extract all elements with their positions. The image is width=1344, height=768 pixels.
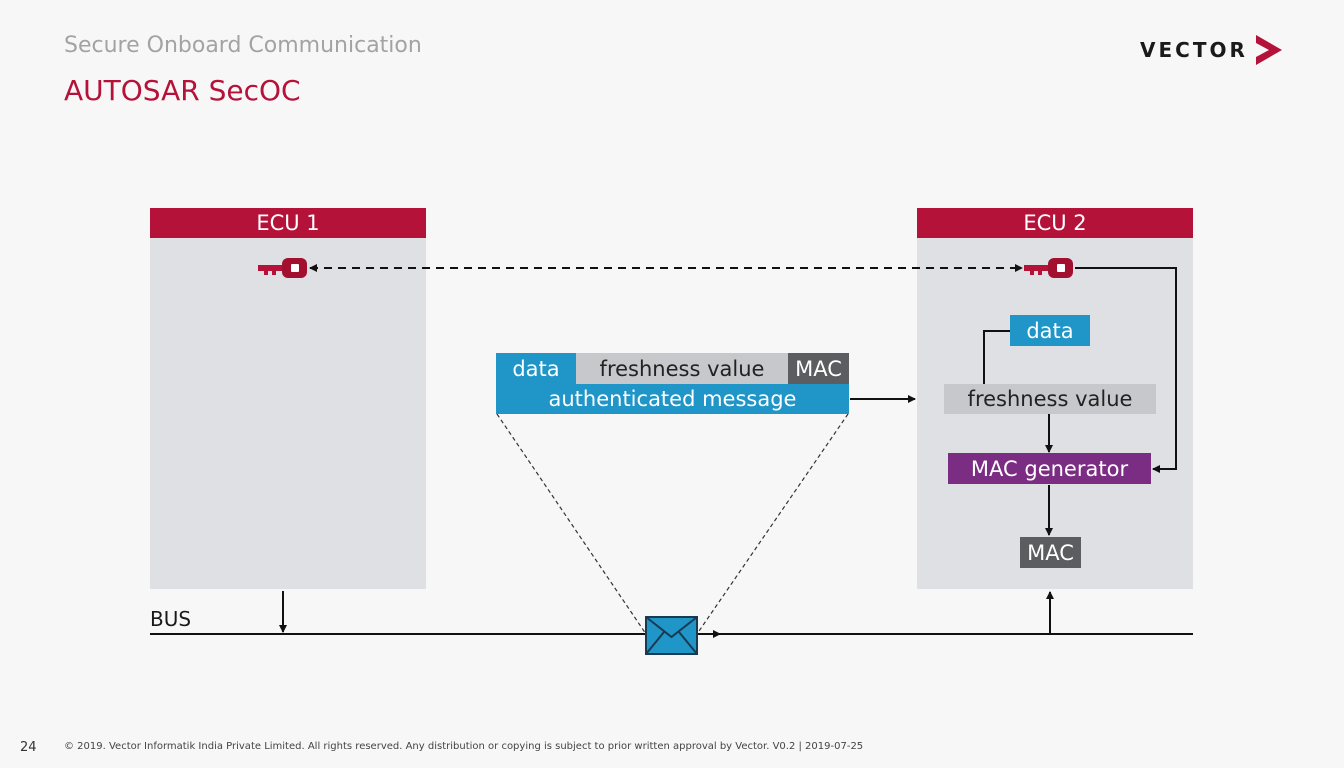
copyright-notice: © 2019. Vector Informatik India Private … bbox=[64, 741, 864, 752]
section-supertitle: Secure Onboard Communication bbox=[64, 33, 422, 58]
ecu1-header: ECU 1 bbox=[150, 208, 426, 238]
receiver-freshness-box: freshness value bbox=[944, 384, 1156, 414]
receiver-data-box: data bbox=[1010, 315, 1090, 346]
receiver-mac-box: MAC bbox=[1020, 537, 1081, 568]
message-data-field: data bbox=[496, 353, 576, 384]
vector-chevron-icon bbox=[1255, 35, 1282, 65]
authenticated-message-label: authenticated message bbox=[496, 384, 849, 414]
key-to-mac-generator-line bbox=[1075, 267, 1177, 473]
vector-logo: VECTOR bbox=[1140, 34, 1284, 66]
page-number: 24 bbox=[20, 740, 37, 755]
mac-generator-box: MAC generator bbox=[948, 453, 1151, 484]
envelope-icon bbox=[645, 616, 698, 655]
logo-text: VECTOR bbox=[1140, 38, 1248, 62]
message-freshness-field: freshness value bbox=[576, 353, 788, 384]
key-icon bbox=[258, 258, 307, 278]
bus-label: BUS bbox=[150, 607, 192, 631]
slide-title: AUTOSAR SecOC bbox=[64, 74, 301, 107]
key-icon bbox=[1024, 258, 1073, 278]
funnel-left-line bbox=[496, 413, 647, 635]
message-mac-field: MAC bbox=[788, 353, 849, 384]
funnel-right-line bbox=[696, 413, 849, 635]
ecu2-header: ECU 2 bbox=[917, 208, 1193, 238]
